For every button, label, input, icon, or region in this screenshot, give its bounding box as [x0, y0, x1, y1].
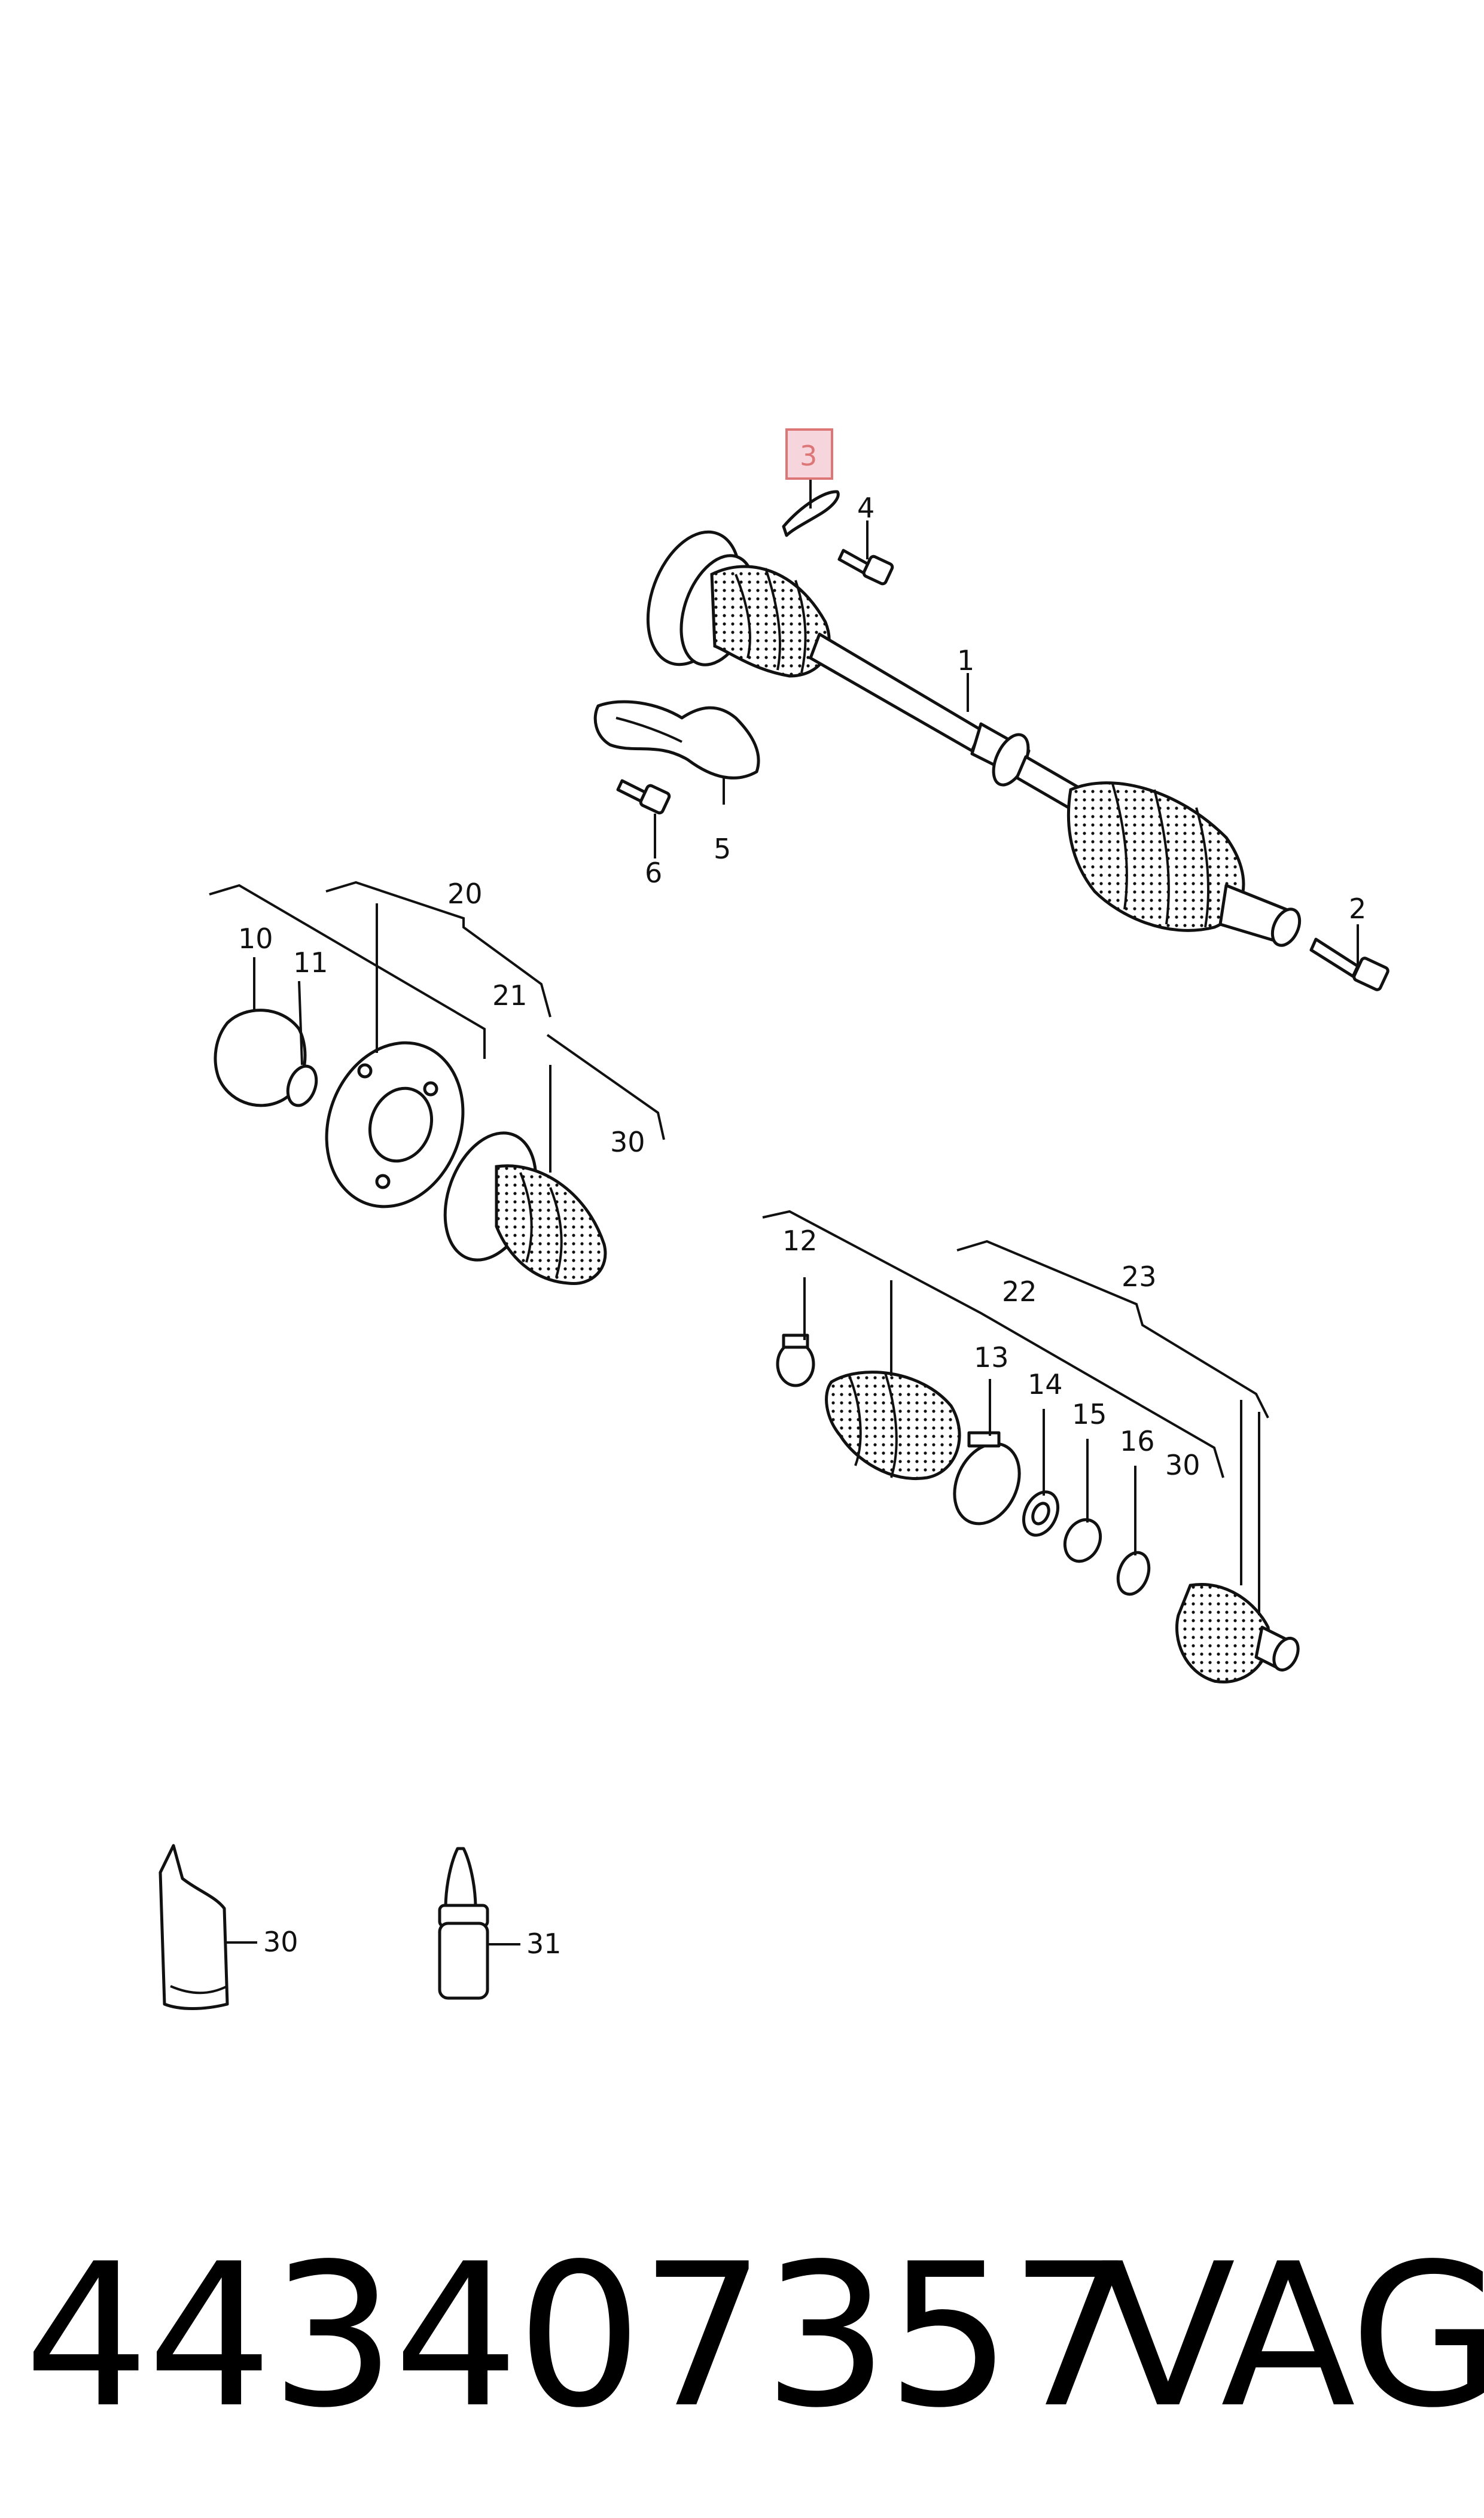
spacer-part-15	[1063, 1518, 1102, 1563]
callout-13: 13	[974, 1341, 1009, 1374]
callout-5: 5	[714, 833, 731, 865]
sealant-bottle-part-31	[438, 1847, 489, 2000]
callout-16: 16	[1120, 1425, 1155, 1457]
callout-23: 23	[1122, 1260, 1157, 1293]
callout-30-right: 30	[1165, 1449, 1200, 1481]
bolt-part-4	[837, 549, 894, 586]
outer-joint-part-23	[1175, 1583, 1300, 1683]
heat-shield-part-5	[593, 700, 760, 780]
cv-joint-part-20	[325, 1041, 465, 1208]
part-number: 443407357	[24, 2221, 1135, 2451]
callout-labels: 1 2 3 4 5 6 10 11 20 21 30 12 22 23 13 1…	[238, 440, 1366, 1960]
grease-tube-part-30	[159, 1844, 229, 2010]
bolt-part-2	[1309, 937, 1389, 991]
gasket-part-10	[214, 1009, 307, 1107]
callout-22: 22	[1002, 1275, 1037, 1308]
brand-label: VAG	[1101, 2221, 1484, 2451]
callout-21: 21	[492, 979, 528, 1012]
callout-6: 6	[645, 857, 662, 889]
callout-15: 15	[1072, 1398, 1107, 1430]
callout-11: 11	[293, 946, 328, 979]
callout-30-left: 30	[610, 1126, 645, 1158]
callout-2: 2	[1349, 893, 1366, 925]
footer: 443407357 VAG	[0, 2208, 1484, 2465]
circlip-part-11	[286, 1064, 318, 1107]
callout-1: 1	[957, 644, 974, 677]
callout-4: 4	[857, 492, 874, 524]
drive-shaft	[646, 530, 1302, 947]
callout-3: 3	[800, 440, 817, 472]
boot-part-21	[443, 1131, 607, 1286]
washer-part-14	[1022, 1490, 1060, 1537]
exploded-parts-diagram: 1 2 3 4 5 6 10 11 20 21 30 12 22 23 13 1…	[159, 428, 1389, 2010]
boot-part-22	[825, 1371, 961, 1480]
callout-12: 12	[782, 1225, 818, 1257]
callout-30-tube: 30	[263, 1926, 298, 1958]
callout-31: 31	[526, 1928, 562, 1960]
callout-20: 20	[447, 878, 483, 910]
clip-part-3	[782, 490, 840, 537]
clamp-part-13	[953, 1431, 1021, 1526]
bolt-part-6	[616, 779, 671, 815]
callout-14: 14	[1028, 1368, 1063, 1400]
circlip-part-16	[1116, 1551, 1151, 1596]
callout-10: 10	[238, 922, 273, 955]
leader-lines	[209, 479, 1359, 1945]
callout-highlight	[785, 428, 833, 480]
clamp-part-12	[776, 1333, 815, 1387]
